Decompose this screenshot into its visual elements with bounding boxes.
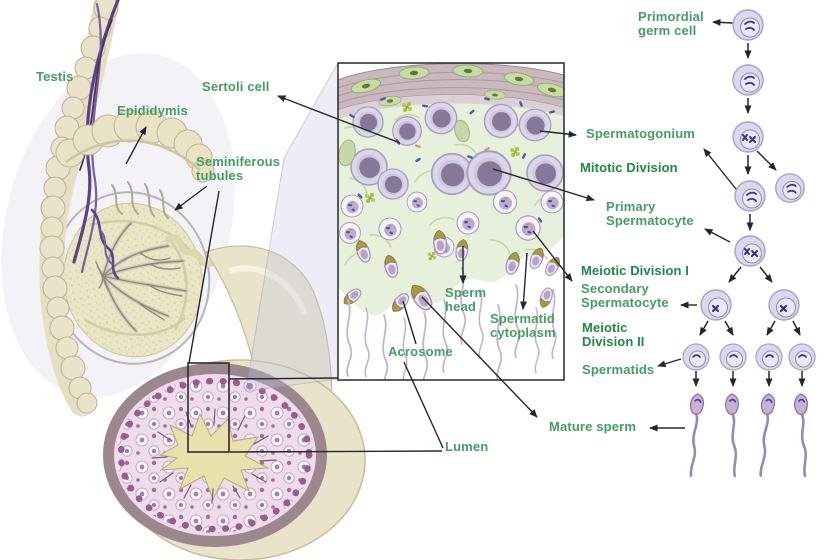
mature-sperm-cell xyxy=(754,392,777,478)
mature-sperm-cell xyxy=(684,392,706,478)
label-secondary-spermatocyte: Secondary Spermatocyte xyxy=(581,281,669,311)
label-seminiferous-tubules: Seminiferous tubules xyxy=(196,154,281,184)
magnified-tubule-box xyxy=(337,62,565,381)
lineage-arrows xyxy=(692,43,806,387)
magnification-cone xyxy=(245,61,339,392)
primordial-germ-cell xyxy=(732,9,764,41)
label-testis: Testis xyxy=(36,69,74,84)
cell-lineage-diagram xyxy=(682,9,816,478)
self-renewing-cell xyxy=(774,172,806,204)
myoid-nuclei-ring xyxy=(117,377,313,533)
germ-cell xyxy=(732,64,764,96)
secondary-spermatocyte-cell xyxy=(767,288,801,322)
epididymis-illustration xyxy=(55,109,215,219)
spermatid-cell xyxy=(719,343,747,371)
label-meiotic-division-2: Meiotic Division II xyxy=(582,320,645,350)
zoom-source-rectangle xyxy=(187,362,230,453)
peritubular-tissue-band xyxy=(338,63,564,119)
label-spermatid-cytoplasm: Spermatid cytoplasm xyxy=(490,311,556,341)
label-lumen: Lumen xyxy=(445,439,489,454)
label-primordial-germ-cell: Primordial germ cell xyxy=(638,9,704,39)
spermatid-cell xyxy=(755,343,783,371)
mature-sperm-cell xyxy=(723,392,744,478)
label-sertoli-cell: Sertoli cell xyxy=(202,79,270,94)
label-spermatids: Spermatids xyxy=(582,362,655,377)
label-epididymis: Epididymis xyxy=(117,103,188,118)
label-mature-sperm: Mature sperm xyxy=(549,419,637,434)
spermatogonium-cell xyxy=(732,121,764,153)
label-sperm-head: Sperm head xyxy=(445,285,487,315)
interstitial-specks xyxy=(348,96,556,243)
connector-lines xyxy=(125,18,737,453)
testis-anatomy-illustration xyxy=(1,0,366,560)
sertoli-cytoplasm-field xyxy=(338,88,564,316)
spermatid-cell xyxy=(788,343,816,371)
seminiferous-tubule-cross-section xyxy=(103,363,327,547)
spermatid-cell xyxy=(682,343,710,371)
primary-spermatocyte-cell xyxy=(734,235,766,267)
label-mitotic-division: Mitotic Division xyxy=(580,160,678,175)
label-acrosome: Acrosome xyxy=(388,344,453,359)
lumen-star xyxy=(151,408,277,504)
daughter-cell xyxy=(734,180,766,212)
label-primary-spermatocyte: Primary Spermatocyte xyxy=(606,199,694,229)
efferent-tubule xyxy=(164,234,216,268)
label-meiotic-division-1: Meiotic Division I xyxy=(581,263,689,278)
rete-testis xyxy=(95,221,188,333)
spermatic-cord xyxy=(39,0,120,417)
secondary-spermatocyte-cell xyxy=(699,288,733,322)
label-spermatogonium: Spermatogonium xyxy=(586,126,695,141)
mature-sperm-cell xyxy=(792,392,814,478)
